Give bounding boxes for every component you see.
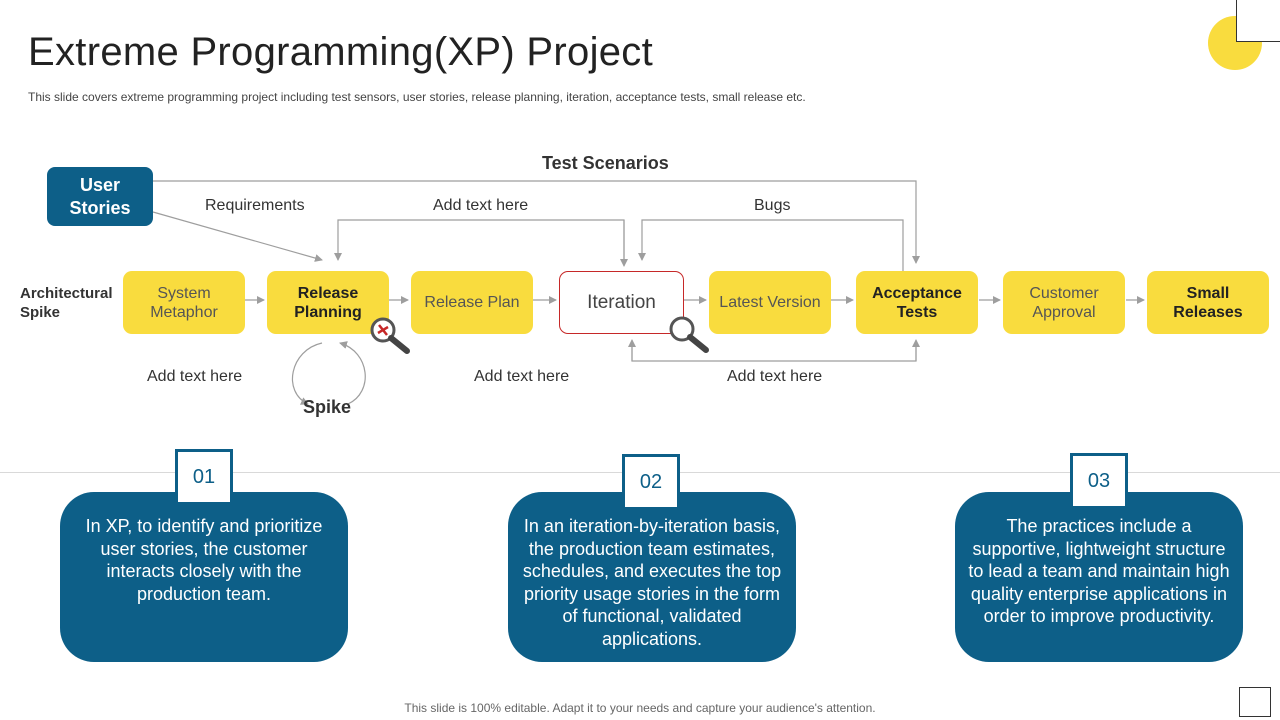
slide-subtitle: This slide covers extreme programming pr… (28, 90, 806, 104)
add-text-bottom-mid-label: Add text here (474, 368, 570, 385)
bugs-label: Bugs (754, 197, 791, 214)
spike-loop (292, 342, 323, 405)
step-release-plan: Release Plan (411, 271, 533, 334)
footer-note: This slide is 100% editable. Adapt it to… (404, 701, 876, 715)
add-text-bottom-left-label: Add text here (147, 368, 243, 385)
requirements-label: Requirements (205, 197, 305, 214)
test-scenarios-connector (153, 180, 920, 264)
info-card-text: The practices include a supportive, ligh… (968, 516, 1230, 626)
info-card: In XP, to identify and prioritize user s… (60, 492, 348, 662)
add-text-top-label: Add text here (433, 197, 529, 214)
add-text-bottom-right-label: Add text here (727, 368, 823, 385)
iteration-feedback-connector (334, 219, 625, 265)
bugs-connector (638, 219, 904, 271)
step-acceptance-tests: Acceptance Tests (856, 271, 978, 334)
magnifier-icon (370, 317, 410, 354)
info-card: The practices include a supportive, ligh… (955, 492, 1243, 662)
user-stories-box: User Stories (47, 167, 153, 226)
step-small-releases: Small Releases (1147, 271, 1269, 334)
slide-title: Extreme Programming(XP) Project (28, 30, 654, 74)
decorative-outline-square (1236, 0, 1280, 42)
card-number-badge: 01 (175, 449, 233, 505)
card-number-badge: 02 (622, 454, 680, 510)
info-card: In an iteration-by-iteration basis, the … (508, 492, 796, 662)
architectural-spike-label: Architectural Spike (20, 285, 113, 321)
test-scenarios-label: Test Scenarios (542, 153, 669, 173)
decorative-corner-square (1239, 687, 1271, 717)
info-card-text: In an iteration-by-iteration basis, the … (522, 516, 782, 649)
step-iteration: Iteration (559, 271, 684, 334)
card-number-badge: 03 (1070, 453, 1128, 509)
step-latest-version: Latest Version (709, 271, 831, 334)
requirements-connector (152, 211, 323, 262)
step-release-planning: Release Planning (267, 271, 389, 334)
step-system-metaphor: System Metaphor (123, 271, 245, 334)
info-card-text: In XP, to identify and prioritize user s… (85, 516, 323, 604)
magnifier-icon (669, 316, 709, 353)
step-customer-approval: Customer Approval (1003, 271, 1125, 334)
spike-label: Spike (303, 397, 352, 417)
